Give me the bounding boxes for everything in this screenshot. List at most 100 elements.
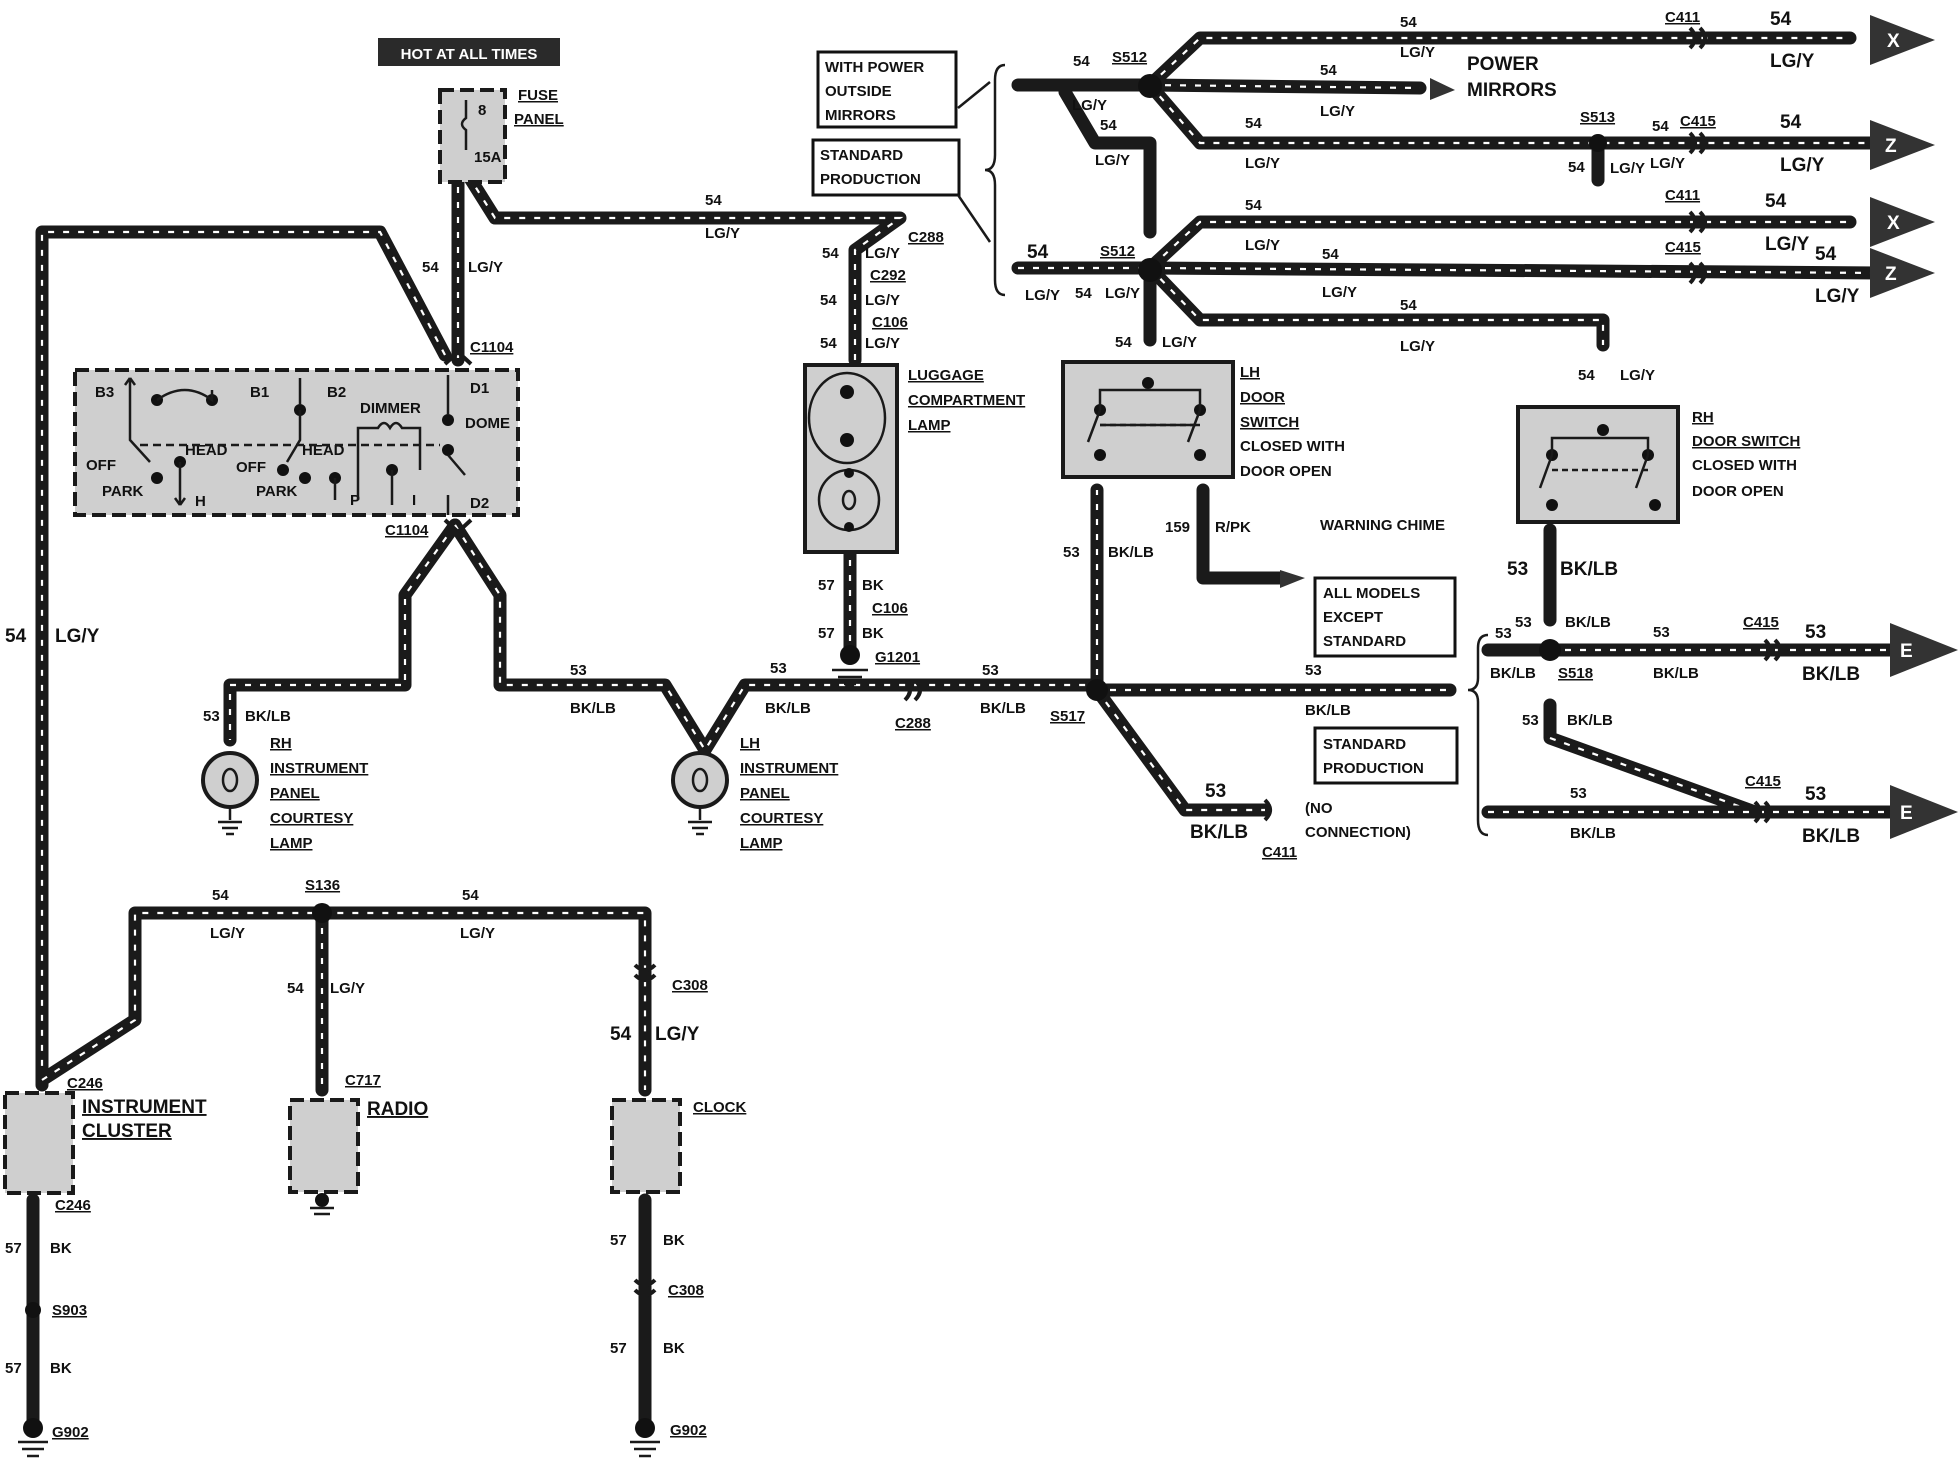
svg-text:FUSE: FUSE <box>518 87 558 104</box>
svg-text:BK/LB: BK/LB <box>1108 544 1154 561</box>
svg-text:LG/Y: LG/Y <box>1815 286 1860 307</box>
radio: C717 RADIO <box>288 1072 428 1216</box>
svg-text:LAMP: LAMP <box>740 835 783 852</box>
svg-text:S513: S513 <box>1580 109 1615 126</box>
svg-text:54: 54 <box>820 292 837 309</box>
svg-text:PRODUCTION: PRODUCTION <box>1323 760 1424 777</box>
svg-text:C411: C411 <box>1665 9 1700 26</box>
svg-text:LG/Y: LG/Y <box>55 626 100 647</box>
svg-text:LG/Y: LG/Y <box>1770 51 1815 72</box>
svg-text:C1104: C1104 <box>385 522 429 539</box>
svg-text:C288: C288 <box>908 229 944 246</box>
svg-text:BK/LB: BK/LB <box>1560 559 1618 580</box>
svg-text:S512: S512 <box>1100 243 1135 260</box>
svg-text:LG/Y: LG/Y <box>1072 97 1107 114</box>
svg-text:CONNECTION): CONNECTION) <box>1305 824 1411 841</box>
svg-text:LG/Y: LG/Y <box>460 925 495 942</box>
svg-text:S512: S512 <box>1112 49 1147 66</box>
svg-text:OFF: OFF <box>86 457 116 474</box>
svg-text:53: 53 <box>1515 614 1532 631</box>
svg-text:53: 53 <box>1570 785 1587 802</box>
svg-text:C106: C106 <box>872 314 908 331</box>
svg-text:Z: Z <box>1885 264 1897 285</box>
svg-text:53: 53 <box>1495 625 1512 642</box>
luggage-wire-labels: 54 LG/Y 54 LG/Y C288 54 LG/Y C292 54 LG/… <box>5 192 944 732</box>
standard-production-box-lower: STANDARD PRODUCTION <box>1313 726 1459 785</box>
svg-text:54: 54 <box>422 259 439 276</box>
svg-text:54: 54 <box>1115 334 1132 351</box>
svg-text:54: 54 <box>1765 191 1787 212</box>
arrow-e-lower <box>1890 785 1958 839</box>
svg-text:BK/LB: BK/LB <box>1567 712 1613 729</box>
svg-text:CLOSED WITH: CLOSED WITH <box>1240 438 1345 455</box>
arrow-e-upper <box>1890 623 1958 677</box>
svg-text:BK/LB: BK/LB <box>1653 665 1699 682</box>
svg-text:LG/Y: LG/Y <box>705 225 740 242</box>
svg-text:BK/LB: BK/LB <box>245 708 291 725</box>
svg-text:S903: S903 <box>52 1302 87 1319</box>
svg-text:(NO: (NO <box>1305 800 1333 817</box>
instrument-cluster: C246 INSTRUMENT CLUSTER C246 57 BK S903 … <box>3 1075 207 1458</box>
svg-text:C415: C415 <box>1680 113 1716 130</box>
svg-text:54: 54 <box>1245 197 1262 214</box>
svg-text:E: E <box>1900 641 1913 662</box>
svg-text:BK/LB: BK/LB <box>1565 614 1611 631</box>
svg-text:WARNING CHIME: WARNING CHIME <box>1320 517 1445 534</box>
clock: CLOCK 57 BK C308 57 BK G902 <box>610 1098 746 1458</box>
svg-text:LG/Y: LG/Y <box>1322 284 1357 301</box>
svg-text:G1201: G1201 <box>875 649 920 666</box>
svg-text:C415: C415 <box>1743 614 1779 631</box>
svg-text:INSTRUMENT: INSTRUMENT <box>270 760 368 777</box>
splice-s136: S136 54 LG/Y 54 LG/Y 54 LG/Y 54 LG/Y C30… <box>210 877 708 1045</box>
svg-text:DOME: DOME <box>465 415 510 432</box>
svg-text:54: 54 <box>1075 285 1092 302</box>
wire-network <box>26 31 1907 1427</box>
svg-text:C246: C246 <box>67 1075 103 1092</box>
svg-text:R/PK: R/PK <box>1215 519 1251 536</box>
svg-text:LH: LH <box>1240 364 1260 381</box>
svg-text:53: 53 <box>1205 781 1226 802</box>
rh-door-switch: 54 LG/Y RH DOOR SWITCH CLOSED WITH DOOR … <box>1516 367 1800 524</box>
arrow-z-upper <box>1870 120 1935 170</box>
arrow-z-lower <box>1870 248 1935 298</box>
svg-text:COURTESY: COURTESY <box>270 810 353 827</box>
svg-text:COMPARTMENT: COMPARTMENT <box>908 392 1025 409</box>
svg-text:CLOSED WITH: CLOSED WITH <box>1692 457 1797 474</box>
svg-text:LH: LH <box>740 735 760 752</box>
connector-c1104: C1104 C1104 <box>385 339 514 539</box>
svg-text:BK: BK <box>50 1240 72 1257</box>
svg-text:53: 53 <box>982 662 999 679</box>
svg-text:PARK: PARK <box>256 483 298 500</box>
arrow-x-upper <box>1870 15 1935 65</box>
svg-text:BK/LB: BK/LB <box>765 700 811 717</box>
svg-text:EXCEPT: EXCEPT <box>1323 609 1383 626</box>
svg-text:C308: C308 <box>672 977 708 994</box>
svg-text:OFF: OFF <box>236 459 266 476</box>
svg-text:C288: C288 <box>895 715 931 732</box>
svg-text:C246: C246 <box>55 1197 91 1214</box>
svg-text:54: 54 <box>5 626 27 647</box>
svg-text:LG/Y: LG/Y <box>865 335 900 352</box>
svg-text:BK/LB: BK/LB <box>980 700 1026 717</box>
svg-text:54: 54 <box>1815 244 1837 265</box>
svg-text:BK/LB: BK/LB <box>1490 665 1536 682</box>
svg-text:53: 53 <box>1805 622 1826 643</box>
svg-text:BK/LB: BK/LB <box>1802 664 1860 685</box>
svg-text:LG/Y: LG/Y <box>865 292 900 309</box>
svg-text:54: 54 <box>1245 115 1262 132</box>
svg-text:BK/LB: BK/LB <box>1570 825 1616 842</box>
svg-text:53: 53 <box>1805 784 1826 805</box>
svg-text:C717: C717 <box>345 1072 381 1089</box>
svg-text:54: 54 <box>705 192 722 209</box>
svg-text:54: 54 <box>287 980 304 997</box>
svg-text:RH: RH <box>1692 409 1714 426</box>
svg-text:LG/Y: LG/Y <box>1105 285 1140 302</box>
svg-text:LG/Y: LG/Y <box>1650 155 1685 172</box>
svg-text:CLOCK: CLOCK <box>693 1099 746 1116</box>
svg-text:BK/LB: BK/LB <box>570 700 616 717</box>
svg-text:57: 57 <box>610 1232 627 1249</box>
svg-text:BK: BK <box>862 577 884 594</box>
hot-at-all-times-label: HOT AT ALL TIMES <box>378 38 560 66</box>
svg-text:54: 54 <box>1320 62 1337 79</box>
